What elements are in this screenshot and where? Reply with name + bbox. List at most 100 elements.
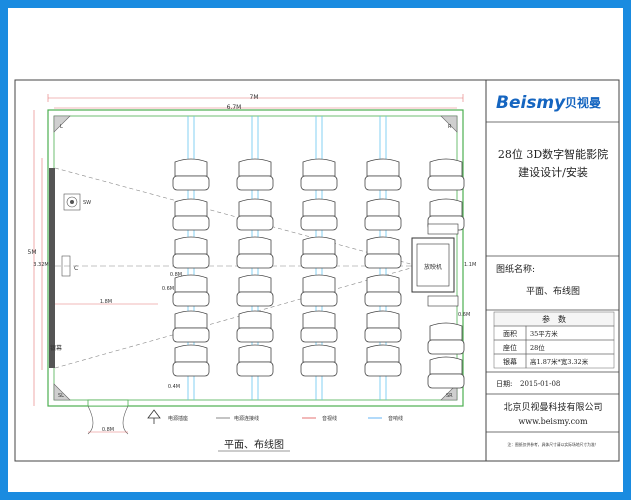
seat-icon — [172, 198, 210, 231]
seat-cushion — [172, 291, 210, 307]
seat-back — [366, 198, 400, 217]
speaker-sw-label: SW — [83, 200, 91, 206]
params-value: 28位 — [530, 343, 545, 352]
legend-outlet: 电源插座 — [168, 415, 188, 422]
dim-rack-side: 1.1M — [464, 262, 476, 268]
params-value-cell — [525, 353, 615, 369]
corner-sl-label: SL — [58, 393, 64, 399]
seat-icon — [236, 198, 274, 231]
seat-icon — [364, 274, 402, 307]
dim-outer-width-label: 7M — [250, 94, 259, 101]
seat-back — [174, 344, 208, 363]
legend-video-line: 音视线 — [322, 415, 337, 422]
seat-icon — [427, 322, 465, 355]
seat-cushion — [364, 215, 402, 231]
speaker-sl-icon — [53, 383, 71, 401]
floor-plan-svg: L R SL SR 7M 6.7M 5M 3.32M 银幕 SW C 1.8M … — [14, 79, 620, 462]
seat-cushion — [172, 175, 210, 191]
seat-back — [302, 344, 336, 363]
drawing-name: 平面、布线图 — [526, 285, 580, 297]
seat-icon — [236, 158, 274, 191]
dim-seat-spacing-2: 0.6M — [162, 286, 174, 292]
seat-back — [366, 310, 400, 329]
seat-icon — [300, 236, 338, 269]
seat-cushion — [364, 253, 402, 269]
seat-back — [429, 198, 463, 217]
disclaimer-note: 注：图纸仅供参考，具体尺寸请以实际场地尺寸为准！ — [507, 442, 598, 447]
seat-cushion — [236, 327, 274, 343]
corner-sr-label: SR — [446, 393, 453, 399]
seat-cushion — [364, 175, 402, 191]
seat-icon — [300, 310, 338, 343]
seat-icon — [236, 310, 274, 343]
seat-back — [366, 158, 400, 177]
seat-cushion — [236, 361, 274, 377]
seat-icon — [236, 274, 274, 307]
seat-back — [302, 274, 336, 293]
seat-back — [302, 236, 336, 255]
project-title-line1: 28位 3D数字智能影院 — [498, 147, 608, 161]
seat-cushion — [236, 291, 274, 307]
seat-cushion — [427, 373, 465, 389]
seat-icon — [172, 310, 210, 343]
outer-frame — [14, 79, 620, 462]
seat-icon — [364, 236, 402, 269]
door-opening — [87, 399, 129, 407]
params-value: 35平方米 — [530, 329, 558, 338]
seat-back — [238, 344, 272, 363]
seat-cushion — [172, 327, 210, 343]
seat-back — [174, 274, 208, 293]
seat-back — [174, 158, 208, 177]
seat-back — [174, 236, 208, 255]
dim-screen-height-label: 3.32M — [33, 262, 48, 268]
seat-icon — [300, 198, 338, 231]
seat-icon — [236, 344, 274, 377]
rack-top-box — [427, 223, 459, 235]
legend-speaker-line: 音响线 — [388, 415, 403, 422]
seat-back — [366, 274, 400, 293]
seat-back — [429, 158, 463, 177]
seat-back — [429, 322, 463, 341]
room-outer-wall — [47, 109, 464, 407]
seat-back — [302, 310, 336, 329]
drawing-name-label: 图纸名称: — [496, 263, 535, 275]
projector-label: 放映机 — [424, 263, 442, 271]
company-name: 北京贝视曼科技有限公司 — [503, 401, 602, 413]
seat-cushion — [300, 361, 338, 377]
corner-r-label: R — [448, 124, 452, 130]
seat-back — [429, 356, 463, 375]
seat-icon — [427, 158, 465, 191]
params-header: 参 数 — [542, 314, 566, 324]
params-key: 座位 — [503, 343, 517, 352]
seat-icon — [300, 274, 338, 307]
seat-icon — [172, 274, 210, 307]
screen-label-text: 银幕 — [50, 344, 62, 352]
seat-icon — [236, 236, 274, 269]
brand-logo-cn: 贝视曼 — [565, 95, 601, 110]
dim-rack-depth: 0.6M — [458, 312, 470, 318]
date-value: 2015-01-08 — [520, 380, 560, 388]
date-label: 日期: — [496, 380, 512, 388]
seat-back — [238, 236, 272, 255]
screen-label: 银幕 — [50, 344, 62, 352]
seat-back — [174, 198, 208, 217]
rack-bottom-box — [427, 295, 459, 307]
seat-back — [238, 274, 272, 293]
dim-first-row-label: 1.8M — [100, 299, 112, 305]
seat-icon — [364, 198, 402, 231]
corner-l-label: L — [60, 124, 63, 130]
seat-cushion — [364, 291, 402, 307]
dim-door-label: 0.8M — [102, 427, 114, 433]
seat-icon — [364, 158, 402, 191]
seat-icon — [172, 158, 210, 191]
project-title-line2: 建设设计/安装 — [518, 165, 588, 179]
seat-cushion — [300, 175, 338, 191]
seat-cushion — [300, 291, 338, 307]
seat-back — [302, 198, 336, 217]
subwoofer-core-icon — [70, 200, 74, 204]
seat-icon — [364, 310, 402, 343]
params-value: 高1.87米*宽3.32米 — [530, 357, 589, 366]
projection-line-top — [54, 167, 419, 267]
dim-seat-spacing-3: 0.4M — [168, 384, 180, 390]
params-key: 银幕 — [503, 357, 517, 366]
